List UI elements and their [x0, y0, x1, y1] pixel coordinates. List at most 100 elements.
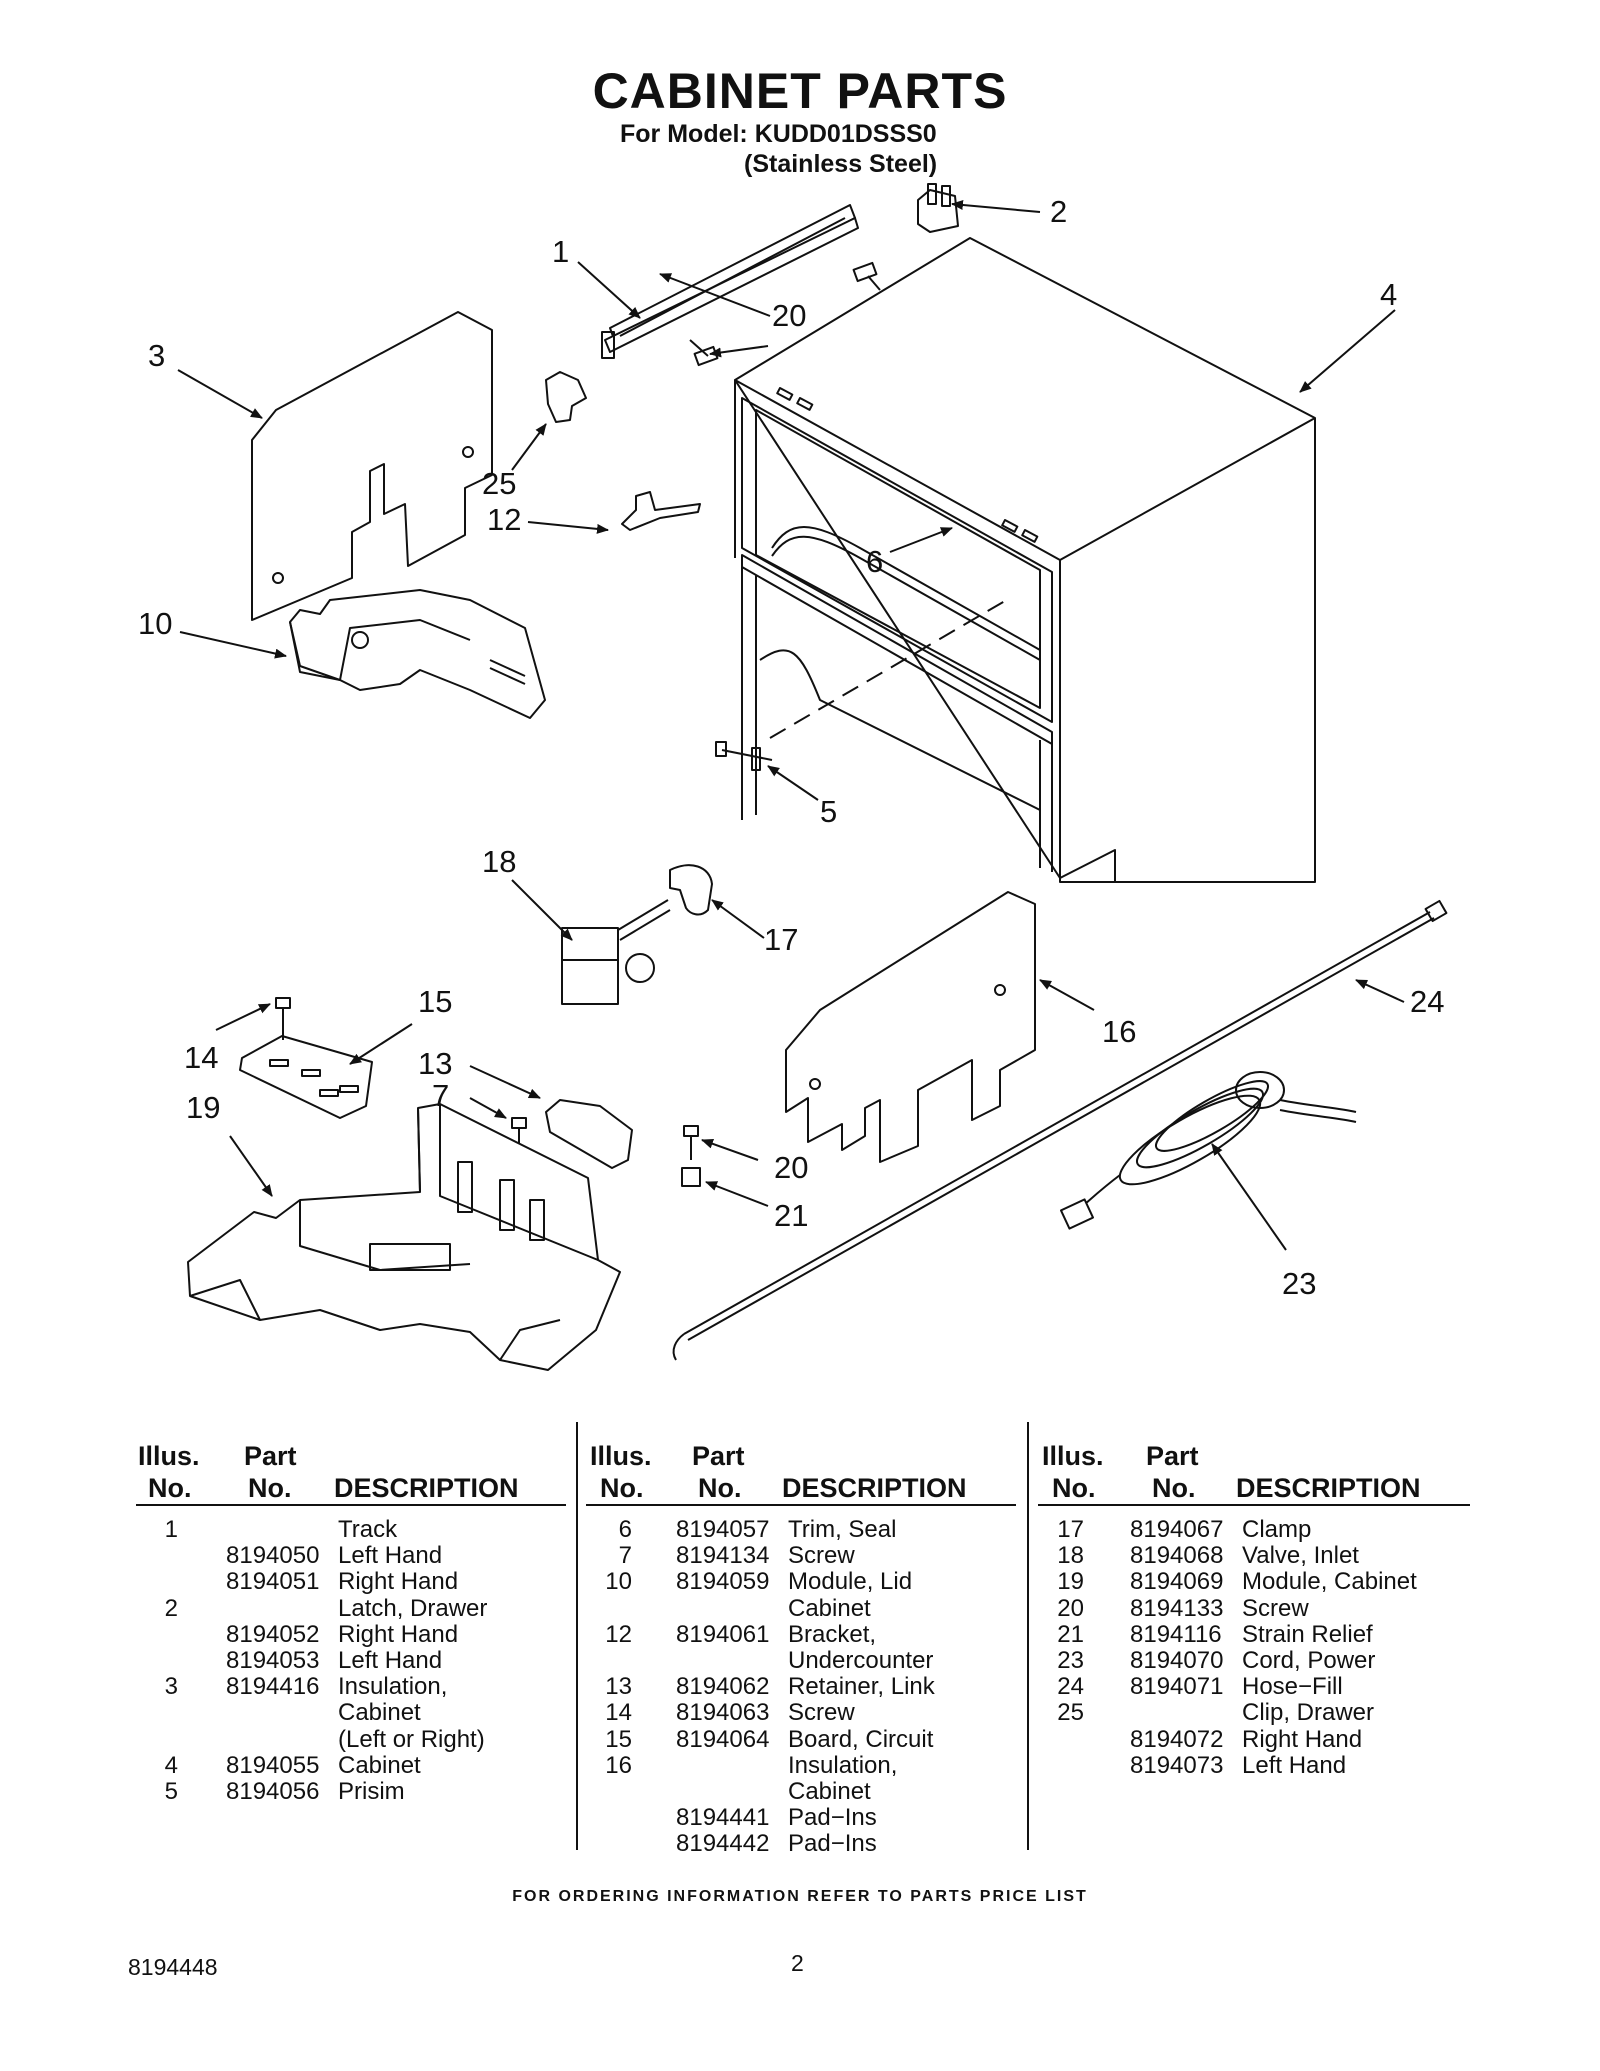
part-number: 8194067: [1130, 1516, 1224, 1543]
module-cabinet-part: [187, 1103, 621, 1371]
module-lid-part: [289, 589, 546, 719]
part-description: Board, Circuit: [788, 1725, 934, 1753]
part-description: Insulation,: [338, 1673, 448, 1701]
part-description: Strain Relief: [1242, 1620, 1373, 1648]
prism-part: [715, 741, 773, 771]
cabinet-part: [734, 237, 1316, 883]
part-number: 8194073: [1130, 1751, 1224, 1779]
part-description: Undercounter: [788, 1646, 934, 1674]
parts-row: 1 Track: [0, 1516, 1600, 1543]
part-description: Clip, Drawer: [1242, 1699, 1375, 1727]
illus-number: 1: [164, 1516, 178, 1543]
illus-number: 16: [605, 1751, 632, 1779]
part-number: 8194442: [676, 1830, 770, 1858]
illus-number: 18: [1057, 1542, 1084, 1570]
header-rule-3: [1038, 1504, 1470, 1506]
header-description-2: DESCRIPTION: [782, 1473, 967, 1503]
model-line: For Model: KUDD01DSSS0: [620, 120, 937, 148]
callout-7: 7: [432, 1078, 449, 1113]
illus-number: 20: [1057, 1594, 1084, 1622]
callout-16: 16: [1102, 1014, 1136, 1049]
part-description: (Left or Right): [338, 1725, 485, 1753]
page-number: 2: [791, 1950, 804, 1976]
illus-number: 12: [605, 1620, 632, 1648]
part-description: Track: [338, 1516, 398, 1543]
part-number: 8194064: [676, 1725, 770, 1753]
part-description: Valve, Inlet: [1242, 1542, 1359, 1570]
callout-15: 15: [418, 984, 452, 1019]
header-illus-3: Illus.: [1042, 1441, 1104, 1471]
part-number: 8194051: [226, 1568, 320, 1596]
callout-1: 1: [552, 234, 569, 269]
part-description: Pad−Ins: [788, 1804, 877, 1832]
callout-3: 3: [148, 338, 165, 373]
part-description: Bracket,: [788, 1620, 877, 1648]
insulation-left-part: [251, 311, 493, 621]
parts-row: 8194073 Left Hand: [0, 1751, 1600, 1779]
part-number: 8194133: [1130, 1594, 1224, 1622]
part-number: 8194055: [226, 1751, 320, 1779]
part-description: Cord, Power: [1242, 1646, 1376, 1674]
part-description: Cabinet: [788, 1594, 871, 1622]
callout-20-lower: 20: [774, 1150, 808, 1185]
parts-row: 25 Clip, Drawer: [0, 1699, 1600, 1727]
callout-10: 10: [138, 606, 172, 641]
part-description: Left Hand: [338, 1542, 443, 1570]
parts-row: Cabinet: [0, 1594, 1600, 1622]
part-description: Cabinet: [788, 1777, 871, 1805]
clip-part: [545, 371, 587, 423]
callout-12: 12: [487, 502, 521, 537]
part-number: 8194071: [1130, 1673, 1224, 1701]
part-description: Right Hand: [338, 1620, 459, 1648]
part-number: 8194062: [676, 1673, 770, 1701]
insulation-right-part: [785, 891, 1036, 1163]
parts-row: 8194052 Right Hand: [0, 1620, 1600, 1648]
illus-number: 23: [1057, 1646, 1084, 1674]
callout-19: 19: [186, 1090, 220, 1125]
header-part-no-1: No.: [248, 1473, 292, 1503]
part-description: Right Hand: [338, 1568, 459, 1596]
header-description-1: DESCRIPTION: [334, 1473, 519, 1503]
part-description: Hose−Fill: [1242, 1673, 1343, 1701]
header-part-3: Part: [1146, 1441, 1199, 1471]
callout-21: 21: [774, 1198, 808, 1233]
illus-number: 24: [1057, 1673, 1084, 1701]
screw-14-part: [275, 997, 291, 1040]
circuit-board-part: [239, 1035, 373, 1119]
column-divider-2: [1027, 1422, 1029, 1850]
callout-24: 24: [1410, 984, 1444, 1019]
part-description: Left Hand: [1242, 1751, 1347, 1779]
header-rule-1: [136, 1504, 566, 1506]
page-title: CABINET PARTS: [592, 63, 1008, 119]
callout-4: 4: [1380, 277, 1397, 312]
part-description: Cabinet: [338, 1699, 421, 1727]
callout-6: 6: [866, 544, 883, 579]
part-description: Module, Lid: [788, 1568, 913, 1596]
ordering-note: FOR ORDERING INFORMATION REFER TO PARTS …: [512, 1888, 1088, 1905]
screw-20-lower-part: [683, 1125, 699, 1160]
header-illus-1: Illus.: [138, 1441, 200, 1471]
parts-row: (Left or Right): [0, 1725, 1600, 1753]
illus-number: 14: [605, 1699, 632, 1727]
illus-number: 15: [605, 1725, 632, 1753]
part-number: 8194441: [676, 1804, 770, 1832]
part-number: 8194050: [226, 1542, 320, 1570]
parts-row: 15 8194064 Board, Circuit: [0, 1725, 1600, 1753]
part-description: Right Hand: [1242, 1725, 1363, 1753]
illus-number: 25: [1057, 1699, 1084, 1727]
illus-number: 10: [605, 1568, 632, 1596]
part-number: 8194052: [226, 1620, 320, 1648]
header-illus-no-2: No.: [600, 1473, 644, 1503]
callout-18: 18: [482, 844, 516, 879]
